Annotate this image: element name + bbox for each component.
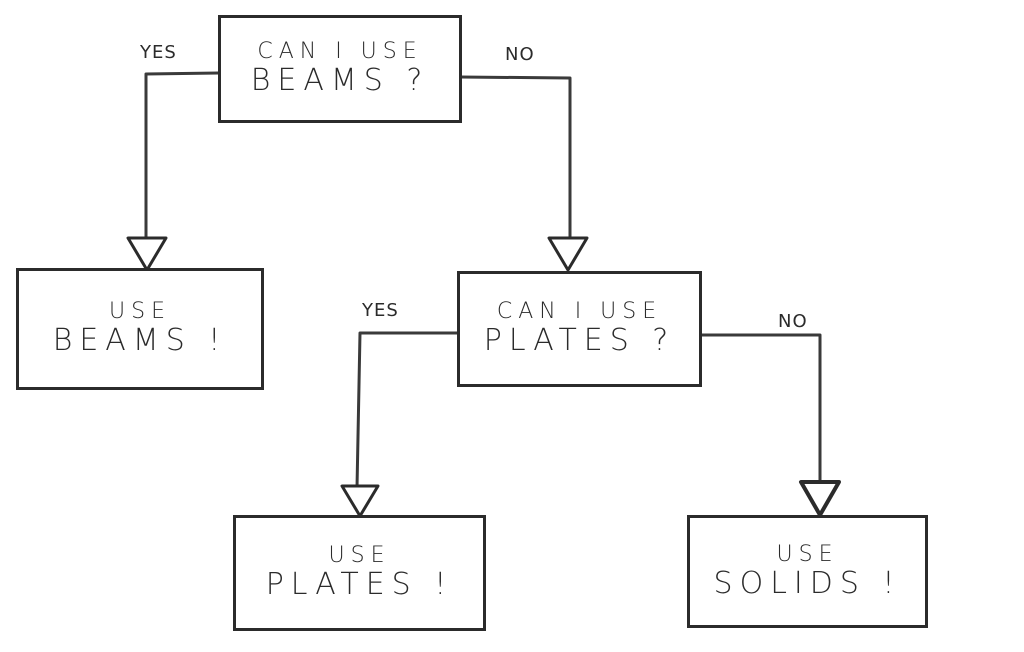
result-plates-line2: PLATES !: [265, 567, 454, 603]
decision-plates-line2: PLATES ?: [483, 323, 676, 359]
connector-beams-no: [458, 75, 572, 242]
connector-beams-yes: [144, 71, 221, 242]
result-beams-line1: USE: [109, 299, 171, 325]
arrowhead-to-use-beams: [126, 236, 168, 272]
result-box-plates: USE PLATES !: [233, 515, 486, 631]
result-plates-line1: USE: [328, 543, 391, 569]
decision-box-beams: CAN I USE BEAMS ?: [218, 15, 462, 123]
arrowhead-to-plates-question: [547, 236, 589, 272]
result-solids-line1: USE: [776, 541, 839, 567]
connector-plates-no: [698, 333, 822, 486]
branch-label-plates-no: NO: [778, 311, 808, 332]
branch-label-beams-no: NO: [505, 44, 535, 65]
result-box-solids: USE SOLIDS !: [687, 515, 928, 628]
result-beams-line2: BEAMS !: [52, 323, 228, 359]
arrowhead-to-use-solids: [799, 480, 841, 517]
decision-box-plates: CAN I USE PLATES ?: [457, 271, 702, 387]
branch-label-beams-yes: YES: [140, 42, 177, 63]
decision-plates-line1: CAN I USE: [496, 299, 663, 325]
decision-beams-line1: CAN I USE: [257, 39, 423, 65]
connector-plates-yes: [355, 331, 460, 490]
result-box-beams: USE BEAMS !: [16, 268, 264, 390]
arrowhead-to-use-plates: [340, 484, 380, 518]
decision-beams-line2: BEAMS ?: [250, 63, 430, 99]
result-solids-line2: SOLIDS !: [713, 565, 902, 601]
branch-label-plates-yes: YES: [362, 300, 399, 321]
